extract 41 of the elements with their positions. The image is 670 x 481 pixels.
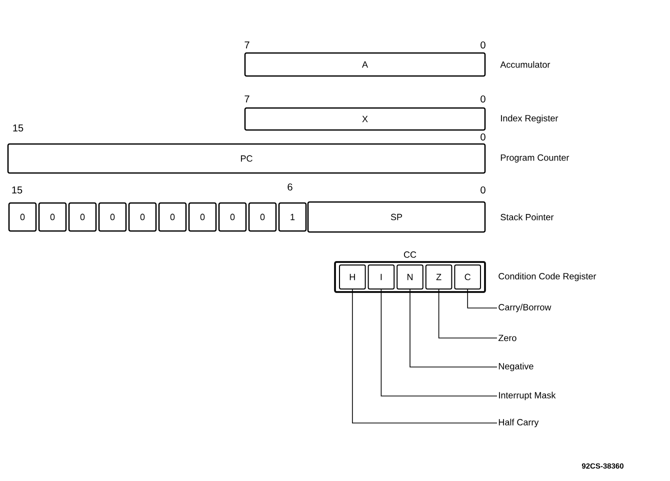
- bit-box: Z: [425, 264, 452, 290]
- bit-box: 0: [98, 202, 127, 232]
- bit-number: 15: [12, 186, 22, 194]
- bit-box: 0: [248, 202, 277, 232]
- leader-text: Zero: [497, 334, 518, 342]
- register-name: Accumulator: [500, 61, 550, 68]
- bit-box: 0: [8, 202, 37, 232]
- bit-box: 0: [188, 202, 217, 232]
- bit-box: C: [454, 264, 481, 290]
- bit-box: 0: [38, 202, 67, 232]
- register-box: SP: [307, 201, 486, 233]
- bit-number: 0: [480, 95, 486, 103]
- bit-number: 6: [288, 183, 292, 191]
- bit-box: 1: [278, 202, 307, 232]
- register-box: PC: [7, 143, 486, 174]
- leader-line: [410, 289, 498, 368]
- leader-line: [352, 289, 498, 424]
- register-name: Index Register: [501, 114, 558, 124]
- bit-box: 0: [68, 202, 97, 232]
- leader-text: Negative: [497, 362, 535, 372]
- register-box: X: [244, 107, 486, 131]
- leader-text: Half Carry: [497, 418, 540, 428]
- leader-text: Interrupt Mask: [497, 390, 557, 402]
- bit-number: 15: [13, 124, 24, 132]
- bit-number: 7: [244, 96, 250, 102]
- bit-box: 0: [158, 202, 187, 232]
- bit-number: 0: [480, 133, 486, 141]
- bit-box: N: [396, 264, 424, 290]
- leader-line: [380, 289, 498, 396]
- register-name: Stack Pointer: [500, 214, 554, 220]
- bit-number: 0: [480, 186, 486, 194]
- bit-box: 0: [218, 202, 247, 232]
- leader-line: [438, 289, 498, 338]
- leader-line: [467, 289, 498, 308]
- bit-box: H: [339, 264, 366, 290]
- register-name: Program Counter: [500, 154, 570, 163]
- register-name: Condition Code Register: [498, 272, 596, 282]
- bit-box: I: [368, 264, 395, 290]
- bit-box: 0: [128, 202, 157, 232]
- leader-text: Carry/Borrow: [497, 302, 552, 314]
- register-box: A: [244, 52, 486, 77]
